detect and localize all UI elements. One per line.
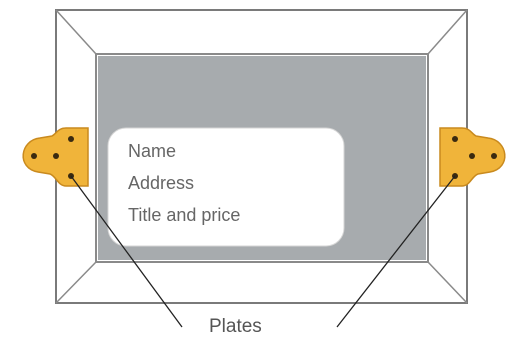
frame-bevel-bottom-right bbox=[427, 261, 468, 304]
left-plate bbox=[22, 127, 89, 187]
right-plate-screw bbox=[469, 153, 475, 159]
frame-bevel-top-left bbox=[55, 9, 97, 55]
label-line-title-price: Title and price bbox=[128, 205, 241, 225]
left-plate-screw bbox=[53, 153, 59, 159]
left-plate-screw bbox=[31, 153, 37, 159]
label-card bbox=[107, 127, 345, 247]
label-line-name: Name bbox=[128, 141, 177, 161]
leader-line-right bbox=[336, 175, 456, 328]
leader-line-left bbox=[70, 175, 183, 328]
right-plate-screw bbox=[452, 136, 458, 142]
plates-callout-label: Plates bbox=[209, 316, 262, 337]
right-plate-screw bbox=[491, 153, 497, 159]
right-plate bbox=[439, 127, 506, 187]
frame-bevel-top-right bbox=[427, 9, 468, 55]
frame-bevel-bottom-left bbox=[55, 261, 97, 304]
left-plate-screw bbox=[68, 136, 74, 142]
frame-inner-edge bbox=[95, 53, 429, 263]
label-line-address: Address bbox=[128, 173, 195, 193]
